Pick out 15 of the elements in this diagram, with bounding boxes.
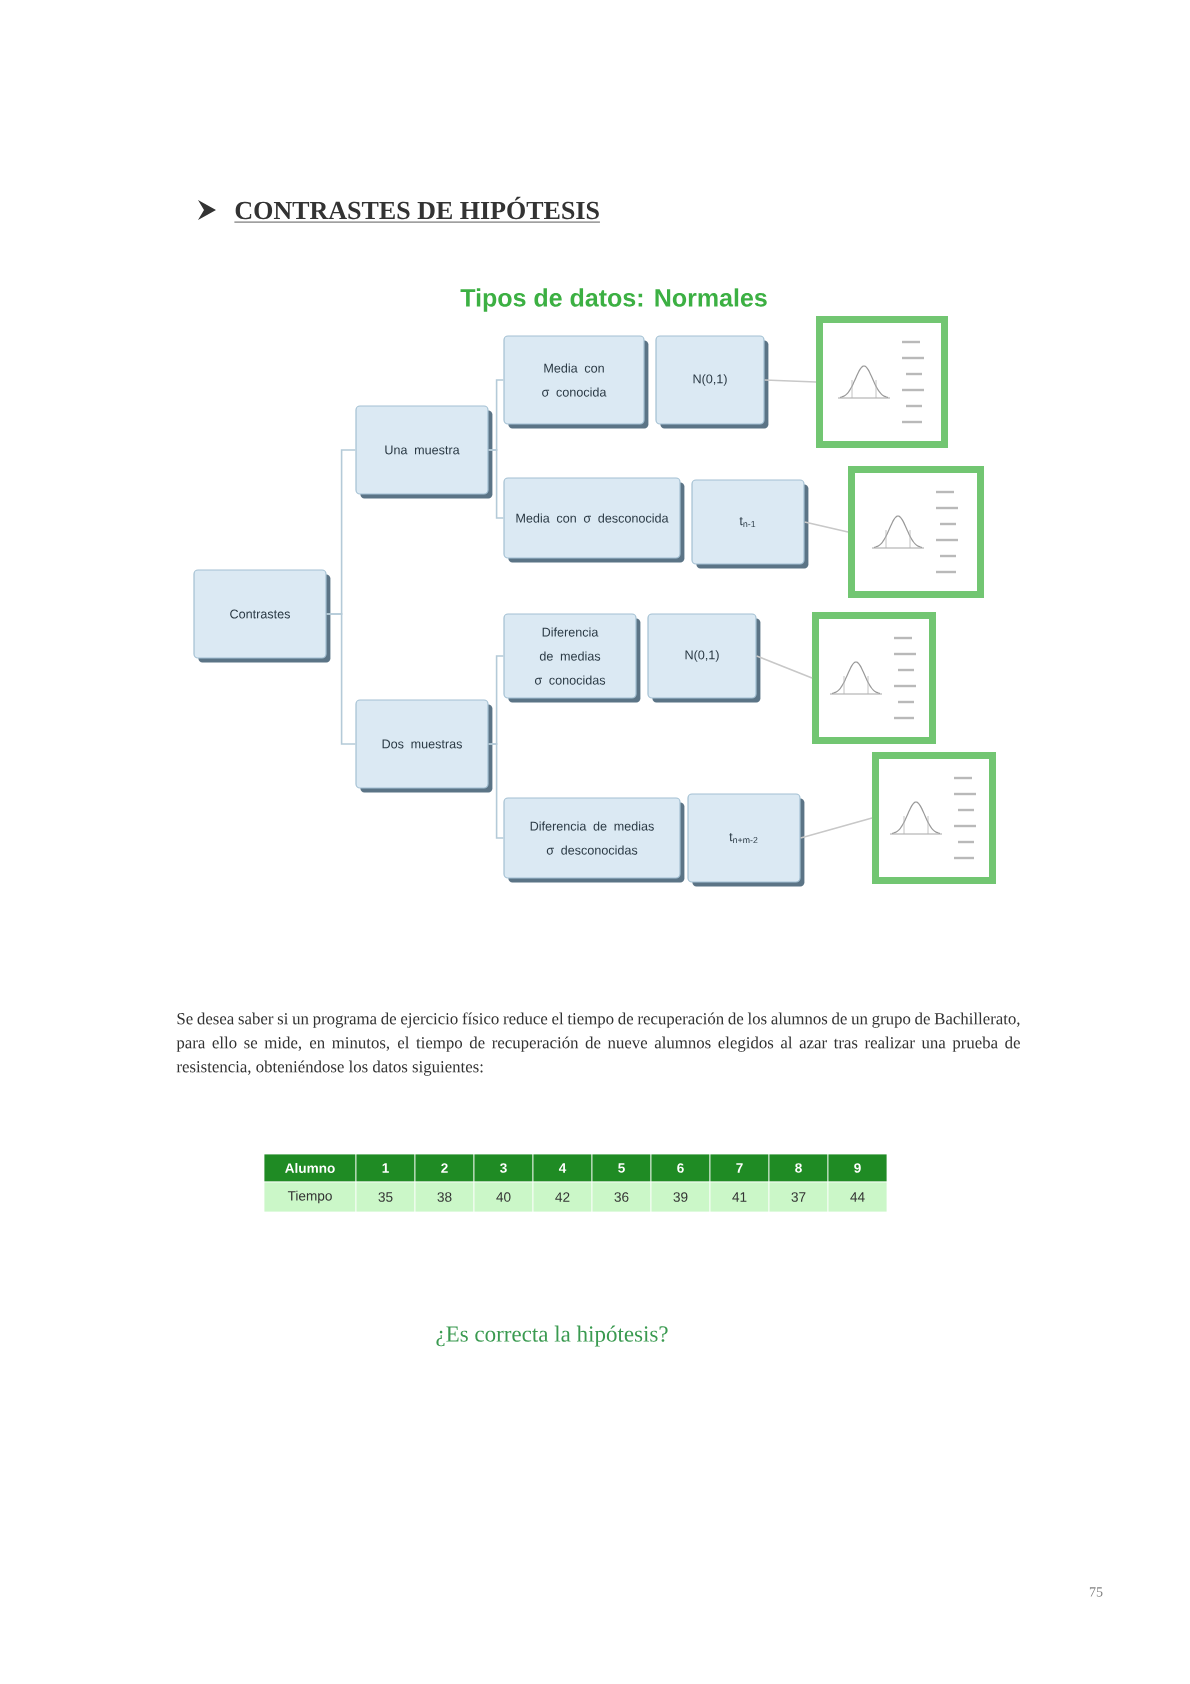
picture-frame [872,752,996,884]
connector-line [325,613,357,745]
picture-frame [812,612,936,744]
paragraph: Se desea saber si un programa de ejercicio físico reduce el tiempo de recuperación de los alumnos de un grupo de Bachillerato, para ello se mide, en minutos, el tiempo de recuperación de nueve alumnos elegidos al azar tras realizar una prueba de resistencia, obteniéndose los datos siguientes: [176,1012,1020,1076]
picture-frame [816,316,948,448]
connector-line [487,449,505,519]
heading: CONTRASTES DE HIPÓTESIS [234,196,601,223]
connector-line [803,521,849,533]
question-text: ¿Es correcta la hipótesis? [436,1325,668,1347]
connector-line [799,817,873,839]
connector-line [755,655,813,679]
picture-frame [848,466,984,598]
subtitle: Tipos de datos: Normales [460,288,767,312]
connector-line [763,379,817,383]
connector-line [487,743,505,839]
